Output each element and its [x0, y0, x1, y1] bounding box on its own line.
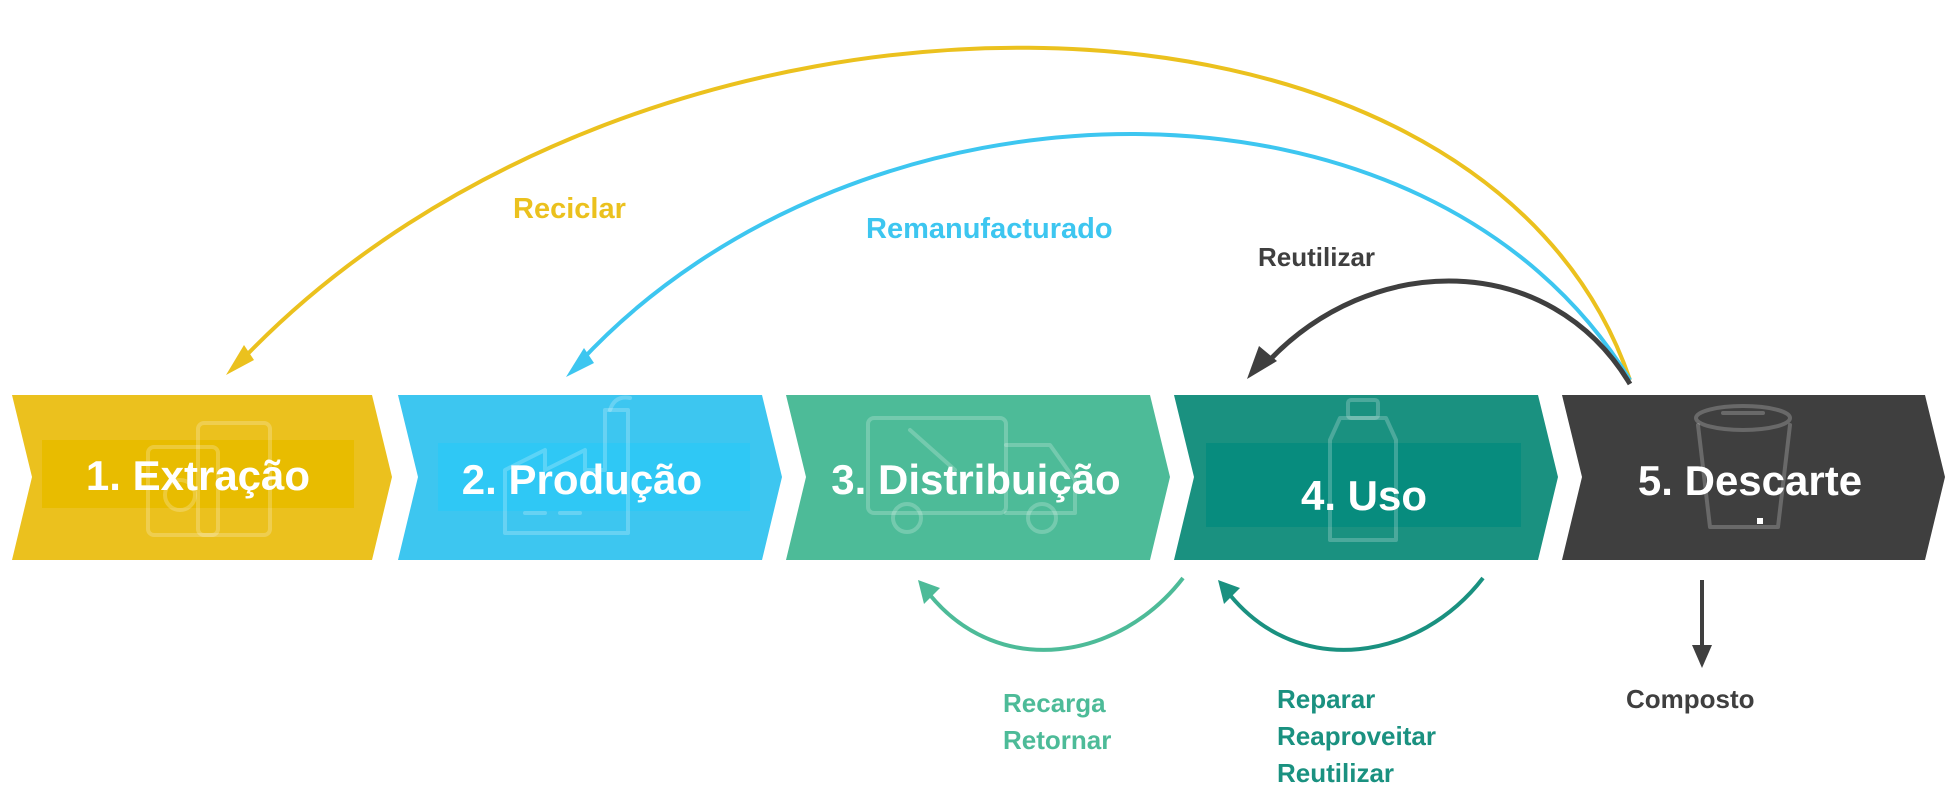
reaproveitar-label: Reaproveitar [1277, 721, 1436, 751]
cup-icon [1694, 404, 1792, 529]
stage-extracao-band [42, 440, 354, 508]
composto-label: Composto [1626, 684, 1755, 714]
use-loop-arrow [1218, 576, 1485, 652]
stage-uso-label: 4. Uso [1301, 472, 1427, 519]
reutilizar-arrow [1247, 278, 1633, 386]
composto-arrow [1692, 580, 1712, 668]
stage-extracao-label: 1. Extração [86, 452, 310, 499]
stage-descarte-label: 5. Descarte [1638, 457, 1862, 504]
stage-distribuicao-chevron [786, 395, 1170, 560]
cans-icon [146, 421, 272, 537]
truck-icon [866, 416, 1077, 534]
remanufacturado-label: Remanufacturado [866, 213, 1113, 245]
stage-distribuicao-label: 3. Distribuição [831, 456, 1120, 503]
recarga-label: Recarga [1003, 688, 1106, 718]
stage-descarte-chevron [1562, 395, 1945, 560]
stage-producao-label: 2. Produção [462, 456, 702, 503]
reciclar-label: Reciclar [513, 193, 626, 225]
descarte-dot [1757, 518, 1763, 524]
reparar-label: Reparar [1277, 684, 1375, 714]
reciclar-arrow [226, 45, 1632, 381]
bottle-icon [1328, 398, 1398, 542]
distribution-loop-arrow [918, 576, 1185, 652]
factory-icon [503, 395, 632, 535]
reutilizar-label: Reutilizar [1258, 242, 1375, 272]
stage-producao-band [438, 443, 750, 511]
reutilizar-bottom-label: Reutilizar [1277, 758, 1394, 788]
retornar-label: Retornar [1003, 725, 1111, 755]
stage-uso-band [1206, 443, 1521, 527]
remanufacturado-arrow [566, 132, 1632, 382]
